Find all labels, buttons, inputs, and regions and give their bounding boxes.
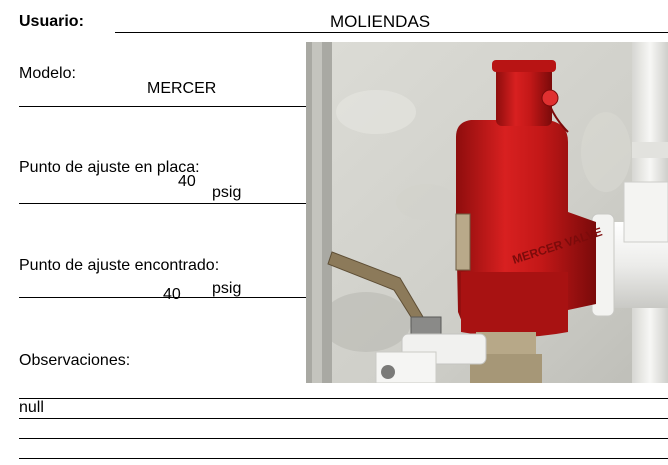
encontrado-unit: psig <box>212 280 242 297</box>
placa-value: 40 <box>178 173 196 190</box>
observaciones-label: Observaciones: <box>19 352 131 369</box>
observaciones-line-4 <box>19 458 668 459</box>
usuario-value: MOLIENDAS <box>330 12 431 31</box>
usuario-label: Usuario: <box>19 13 84 30</box>
placa-label: Punto de ajuste en placa: <box>19 159 200 176</box>
modelo-underline <box>19 106 306 107</box>
modelo-label: Modelo: <box>19 65 76 82</box>
observaciones-value: null <box>19 399 44 416</box>
observaciones-line-1 <box>19 398 668 399</box>
modelo-value: MERCER <box>147 80 217 97</box>
encontrado-value: 40 <box>163 286 181 303</box>
placa-underline <box>19 203 306 204</box>
observaciones-line-2 <box>19 418 668 419</box>
placa-unit: psig <box>212 184 242 201</box>
relief-valve-photo: MERCER VALVE <box>306 42 668 383</box>
encontrado-label: Punto de ajuste encontrado: <box>19 257 220 274</box>
observaciones-line-3 <box>19 438 668 439</box>
usuario-underline <box>115 32 668 33</box>
encontrado-underline <box>19 297 306 298</box>
